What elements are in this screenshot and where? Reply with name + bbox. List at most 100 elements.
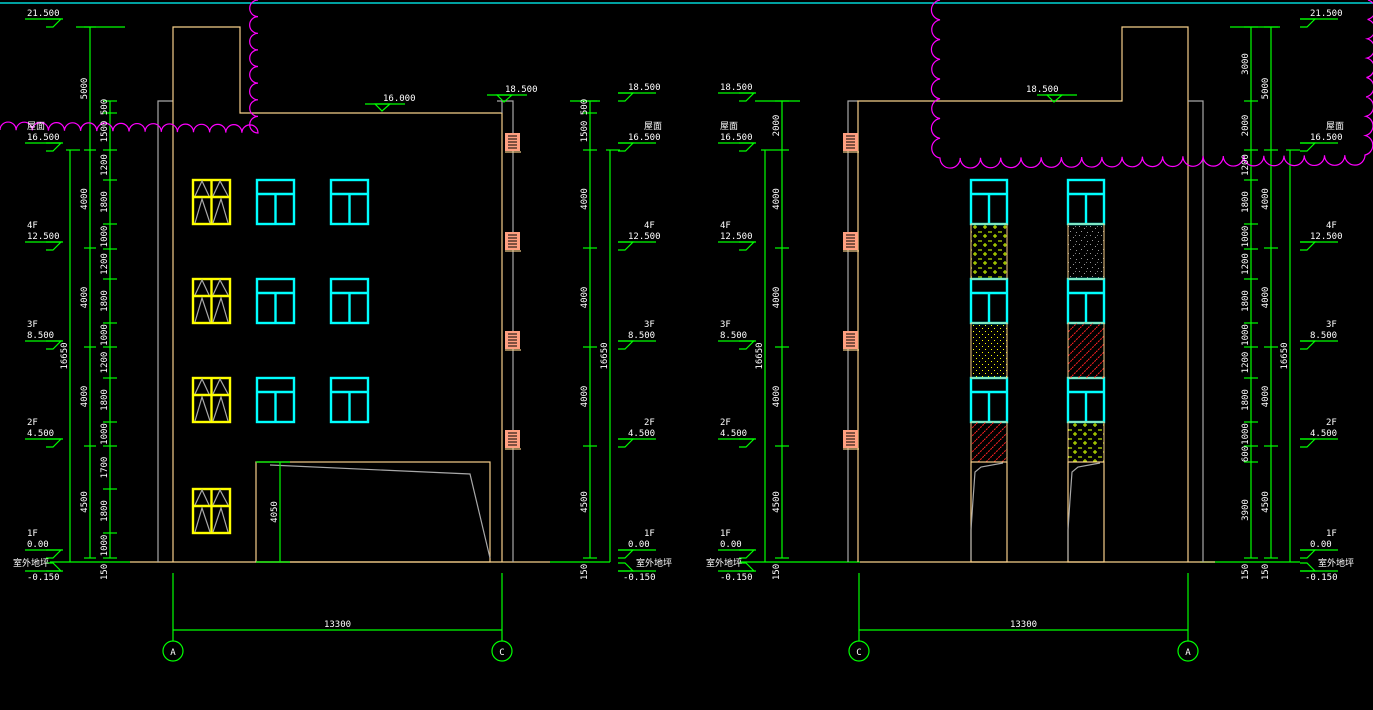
dimension-value: 1800 (100, 389, 110, 411)
hatch-panel (1067, 322, 1105, 379)
dimension-value: 4500 (772, 491, 782, 513)
level-elevation: 18.500 (628, 83, 661, 93)
dimension-value: 4000 (772, 188, 782, 210)
dimension-value: 1800 (1241, 389, 1251, 411)
level-floor-label: 屋面 (27, 121, 45, 132)
dimension-value: 4000 (1261, 188, 1271, 210)
level-elevation: -0.150 (623, 573, 656, 583)
level-floor-label: 3F (720, 320, 731, 330)
level-floor-label: 1F (27, 529, 38, 539)
axis-label: C (499, 648, 504, 658)
dimension-value: 1500 (580, 121, 590, 143)
dimension-value: 1000 (1241, 226, 1251, 248)
dimension-value: 1700 (100, 457, 110, 479)
level-triangle-icon (1300, 549, 1317, 559)
level-elevation: -0.150 (1305, 573, 1338, 583)
level-elevation: -0.150 (720, 573, 753, 583)
hatch-panel (1067, 223, 1105, 280)
level-triangle-icon (739, 438, 756, 448)
dimension-value: 150 (100, 564, 110, 580)
level-elevation: -0.150 (27, 573, 60, 583)
dimension-value: 1800 (1241, 191, 1251, 213)
level-floor-label: 室外地坪 (636, 557, 672, 569)
axis-bubble (1177, 640, 1199, 662)
level-floor-label: 屋面 (720, 121, 738, 132)
level-elevation: 8.500 (1310, 331, 1337, 341)
level-triangle-icon (739, 549, 756, 559)
axis-bubble (162, 640, 184, 662)
level-floor-label: 1F (720, 529, 731, 539)
wall-outline-left (847, 100, 858, 562)
level-triangle-icon (46, 18, 63, 28)
level-elevation: 16.500 (720, 133, 753, 143)
level-floor-label: 屋面 (644, 121, 662, 132)
dimension-value: 1800 (100, 290, 110, 312)
window-swing-icon (194, 179, 229, 224)
level-triangle-icon (46, 142, 63, 152)
dimension-total: 16650 (755, 342, 765, 369)
level-triangle-icon (739, 562, 756, 572)
level-elevation: 4.500 (27, 429, 54, 439)
dimension-value: 1800 (100, 500, 110, 522)
dimension-value: 150 (772, 564, 782, 580)
level-floor-label: 4F (644, 221, 655, 231)
dimension-value: 4050 (270, 501, 280, 523)
level-elevation: 12.500 (27, 232, 60, 242)
level-elevation: 21.500 (1310, 9, 1343, 19)
level-triangle-icon (373, 103, 392, 112)
dimension-value: 1500 (100, 121, 110, 143)
level-triangle-icon (1300, 562, 1317, 572)
level-floor-label: 室外地坪 (1318, 557, 1354, 569)
dimension-value: 500 (580, 99, 590, 115)
dimension-value: 150 (1241, 564, 1251, 580)
level-triangle-icon (618, 549, 635, 559)
level-triangle-icon (46, 340, 63, 350)
level-triangle-icon (618, 241, 635, 251)
dimension-value: 1200 (1241, 253, 1251, 275)
level-triangle-icon (1300, 438, 1317, 448)
level-floor-label: 3F (644, 320, 655, 330)
hatch-panel (970, 322, 1008, 379)
hatch-panel (1067, 421, 1105, 463)
level-triangle-icon (46, 438, 63, 448)
dimension-value: 4000 (772, 287, 782, 309)
garage-door (255, 461, 491, 563)
building-outline (857, 26, 1189, 562)
door-opening-line (269, 464, 491, 559)
level-elevation: 12.500 (1310, 232, 1343, 242)
level-floor-label: 2F (720, 418, 731, 428)
level-floor-label: 3F (1326, 320, 1337, 330)
level-elevation: 8.500 (27, 331, 54, 341)
axis-label: C (856, 648, 861, 658)
level-floor-label: 室外地坪 (13, 557, 49, 569)
revision-cloud (930, 0, 1373, 169)
level-floor-label: 4F (1326, 221, 1337, 231)
door-opening-line (1067, 462, 1101, 560)
dimension-value: 1200 (1241, 352, 1251, 374)
level-elevation: 16.500 (27, 133, 60, 143)
dimension-value: 4000 (1261, 386, 1271, 408)
level-elevation: 0.00 (720, 540, 742, 550)
level-elevation: 0.00 (27, 540, 49, 550)
level-elevation: 18.500 (1026, 85, 1059, 95)
level-triangle-icon (618, 142, 635, 152)
level-triangle-icon (739, 142, 756, 152)
level-triangle-icon (46, 549, 63, 559)
level-floor-label: 2F (1326, 418, 1337, 428)
dimension-value: 4000 (580, 386, 590, 408)
hatch-panel (970, 421, 1008, 463)
dimension-value: 4000 (580, 287, 590, 309)
level-floor-label: 室外地坪 (706, 557, 742, 569)
level-elevation: 16.500 (628, 133, 661, 143)
dimension-value: 4000 (80, 386, 90, 408)
level-floor-label: 2F (27, 418, 38, 428)
level-elevation: 18.500 (720, 83, 753, 93)
level-triangle-icon (46, 562, 63, 572)
level-triangle-icon (1300, 340, 1317, 350)
dimension-value: 1800 (100, 191, 110, 213)
dimension-value: 1200 (1241, 154, 1251, 176)
dimension-value: 500 (100, 99, 110, 115)
building-outline (172, 26, 503, 562)
parapet-outline (497, 100, 514, 562)
